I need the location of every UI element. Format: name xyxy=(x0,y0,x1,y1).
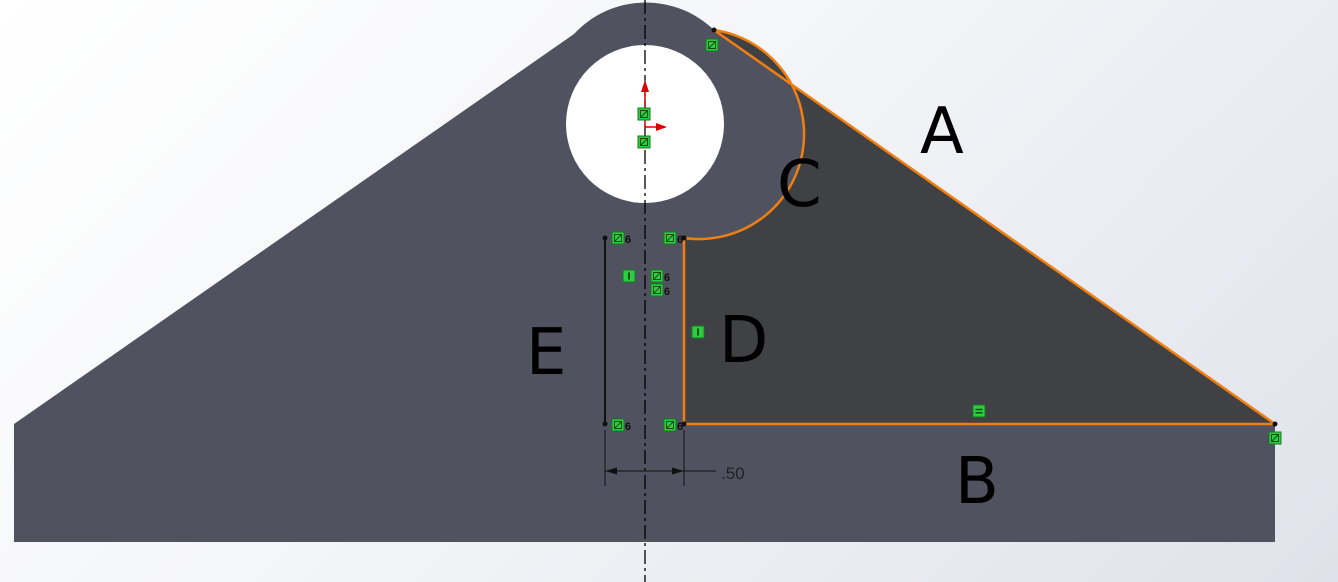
relation-count: 6 xyxy=(677,234,683,246)
vertical-relation-icon[interactable] xyxy=(622,269,636,283)
linear-dimension[interactable]: .50 xyxy=(604,430,745,486)
edge-a[interactable] xyxy=(713,28,1276,426)
sketch-endpoint[interactable] xyxy=(681,421,687,427)
selected-region[interactable] xyxy=(684,30,1275,424)
coincident-relation-icon[interactable] xyxy=(663,231,677,245)
relation-count: 6 xyxy=(677,421,683,433)
coincident-relation-icon[interactable] xyxy=(611,418,625,432)
label-c: C xyxy=(777,148,822,222)
sketch-endpoint[interactable] xyxy=(1272,421,1278,427)
label-b: B xyxy=(955,445,999,519)
selected-edges[interactable] xyxy=(682,28,1276,426)
relation-count: 6 xyxy=(625,421,631,433)
coincident-relation-icon[interactable] xyxy=(650,283,664,297)
relation-count: 6 xyxy=(625,234,631,246)
label-a: A xyxy=(920,95,964,169)
coincident-relation-icon[interactable] xyxy=(705,38,719,52)
label-d: D xyxy=(719,304,768,378)
dimension-value[interactable]: .50 xyxy=(721,464,745,483)
label-e: E xyxy=(526,316,566,390)
sketch-endpoint[interactable] xyxy=(711,27,717,33)
horizontal-relation-icon[interactable] xyxy=(972,404,986,418)
relation-count: 6 xyxy=(664,272,670,284)
relation-count: 6 xyxy=(664,286,670,298)
coincident-relation-icon[interactable] xyxy=(663,418,677,432)
coincident-relation-icon[interactable] xyxy=(611,231,625,245)
coincident-relation-icon[interactable] xyxy=(637,107,651,121)
edge-c[interactable] xyxy=(683,28,806,241)
sketch-endpoint[interactable] xyxy=(602,235,608,241)
sketch-endpoint[interactable] xyxy=(602,421,608,427)
coincident-relation-icon[interactable] xyxy=(650,269,664,283)
vertical-relation-icon[interactable] xyxy=(691,325,705,339)
sketch-endpoint[interactable] xyxy=(681,235,687,241)
coincident-relation-icon[interactable] xyxy=(637,135,651,149)
coincident-relation-icon[interactable] xyxy=(1268,431,1282,445)
